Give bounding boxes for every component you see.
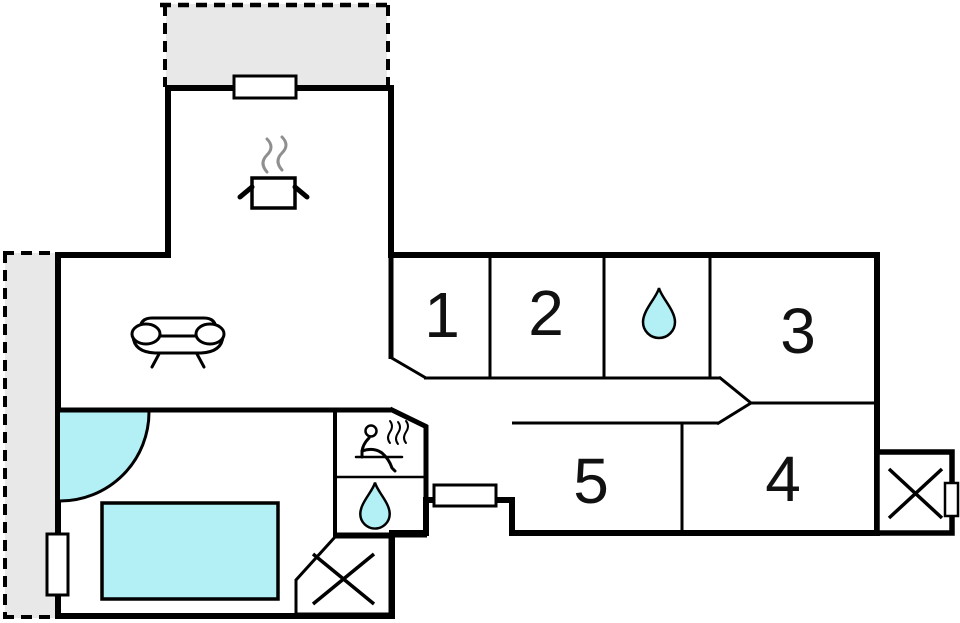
openings <box>45 74 960 597</box>
door-swing-fill <box>60 412 149 501</box>
pot-body <box>250 176 297 210</box>
crossed-box-annex <box>874 449 955 536</box>
heat-wave <box>387 420 393 444</box>
room1-diagonal-wall <box>389 355 427 380</box>
window-bedroom <box>45 532 70 597</box>
corridor-point-upper-wall <box>718 375 752 405</box>
sofa-armrest-right <box>194 322 226 346</box>
crossed-box <box>294 535 392 616</box>
steam-icon <box>261 137 273 174</box>
room-label-2: 2 <box>528 277 564 349</box>
steam-icon <box>276 135 288 172</box>
water-drop-icon-small <box>359 482 391 530</box>
room-label-3: 3 <box>780 295 816 367</box>
heat-wave <box>395 421 401 445</box>
door-swing-arc <box>59 411 151 503</box>
entrance-door <box>432 483 498 508</box>
terrace-top-fill <box>166 4 387 88</box>
room-label-4: 4 <box>765 443 801 515</box>
water-drop-icon <box>641 287 677 340</box>
bath-block-diagonal-wall <box>388 406 429 430</box>
cross-icon <box>311 552 376 606</box>
terrace-top <box>160 2 390 88</box>
person-head <box>364 424 378 438</box>
sofa-legs <box>150 352 206 369</box>
technical-box-outline <box>294 535 392 616</box>
heat-wave <box>403 420 409 444</box>
sauna-person-icon <box>354 420 409 473</box>
person-torso <box>360 436 371 459</box>
interior-walls <box>58 255 877 538</box>
corridor-point-lower-wall <box>716 401 752 426</box>
room-label-5: 5 <box>573 445 609 517</box>
window-annex <box>943 481 960 518</box>
window-kitchen <box>232 74 298 100</box>
double-bed <box>100 501 280 601</box>
person-leg <box>360 447 397 473</box>
pot-handles <box>237 184 310 200</box>
sofa-icon <box>130 316 226 369</box>
door-swing-line <box>59 411 151 503</box>
sofa-armrest-left <box>130 322 162 346</box>
cooking-pot-icon <box>237 135 310 210</box>
room-label-1: 1 <box>424 279 460 351</box>
cross-icon <box>887 467 944 520</box>
